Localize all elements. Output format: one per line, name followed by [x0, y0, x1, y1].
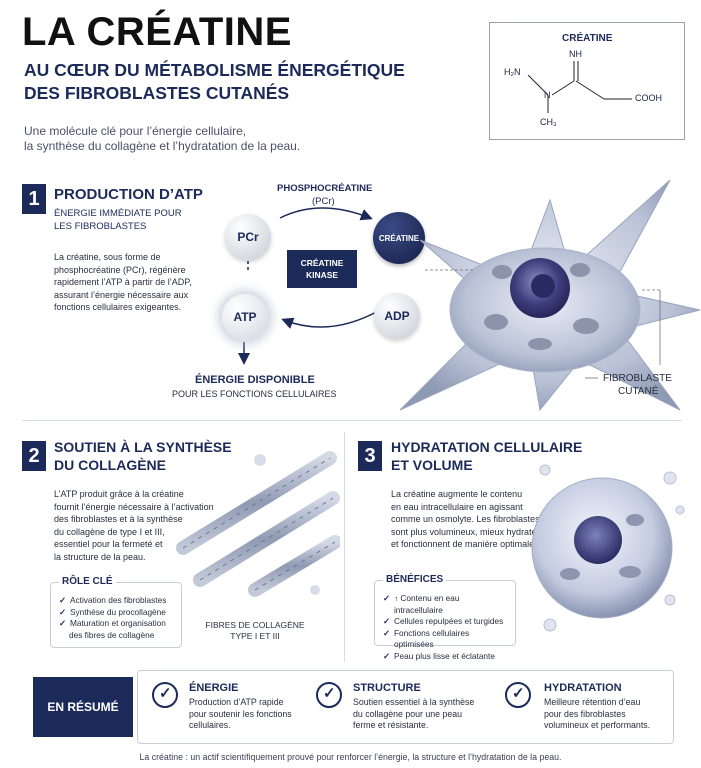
check-icon: ✓: [383, 627, 390, 638]
cycle-arrows: [238, 207, 381, 365]
energy-check-mark: ✓: [159, 685, 172, 702]
intro-line2: la synthèse du collagène et l’hydratatio…: [24, 139, 301, 153]
section1-text: La créatine, sous forme de phosphocréati…: [54, 252, 192, 312]
summary-label-box: EN RÉSUMÉ: [33, 677, 133, 737]
section3-text: La créatine augmente le contenu en eau i…: [391, 489, 542, 549]
benefits-list: ✓↑ Contenu en eau intracellulaire ✓Cellu…: [383, 593, 507, 662]
list-item: ✓Peau plus lisse et éclatante: [383, 650, 495, 661]
structure-check-mark: ✓: [323, 685, 336, 702]
hydration-check-icon: [505, 682, 531, 708]
section3-title-line1: HYDRATATION CELLULAIRE: [391, 439, 583, 455]
benefits-box: BÉNÉFICES ✓↑ Contenu en eau intracellula…: [374, 574, 516, 661]
section1-title: PRODUCTION D’ATP: [54, 186, 203, 203]
creatine-circle: CRÉATINE: [373, 212, 425, 264]
summary-hydration-text: Meilleure rétention d’eau pour des fibro…: [544, 697, 651, 730]
subtitle-line2: DES FIBROBLASTES CUTANÉS: [24, 83, 290, 103]
summary-energy-title: ÉNERGIE: [189, 682, 239, 694]
check-icon: ✓: [383, 650, 390, 661]
collagen-fibers-illustration: [176, 451, 340, 597]
section2-number: 2: [22, 441, 46, 471]
column-divider: [344, 432, 345, 662]
section2-text: L’ATP produit grâce à la créatine fourni…: [54, 489, 214, 562]
molecule-cooh: COOH: [635, 93, 662, 103]
check-icon: ✓: [59, 595, 66, 605]
energy-check-icon: [152, 682, 178, 708]
role-list: ✓Activation des fibroblastes ✓Synthèse d…: [59, 595, 173, 641]
pcr-circle: PCr: [225, 214, 271, 260]
cell-label-line1: FIBROBLASTE: [603, 373, 672, 384]
summary-structure-text: Soutien essentiel à la synthèse du colla…: [353, 697, 475, 730]
hydration-check-mark: ✓: [512, 685, 525, 702]
subtitle-line1: AU CŒUR DU MÉTABOLISME ÉNERGÉTIQUE: [24, 60, 405, 80]
check-icon: ✓: [383, 593, 390, 603]
molecule-h2n: H₂N: [504, 67, 521, 77]
fibroblast-illustration: [399, 179, 701, 412]
summary-hydration-title: HYDRATATION: [544, 682, 622, 694]
hydrated-cell-illustration: [531, 464, 685, 632]
section1-subtitle-line2: LES FIBROBLASTES: [54, 221, 147, 232]
molecule-n: N: [544, 90, 551, 100]
section2-title-line1: SOUTIEN À LA SYNTHÈSE: [54, 439, 232, 455]
cycle-top-label-line2: (PCr): [312, 196, 335, 207]
footer-text: La créatine : un actif scientifiquement …: [139, 752, 562, 762]
structure-check-icon: [316, 682, 342, 708]
molecule-box: CRÉATINE NH H₂N N CH₃ COOH: [489, 22, 685, 140]
list-item: ✓Synthèse du procollagène: [59, 606, 166, 617]
molecule-ch3: CH₃: [540, 117, 557, 127]
section3-title-line2: ET VOLUME: [391, 457, 473, 473]
list-item: ✓Activation des fibroblastes: [59, 595, 167, 605]
section-divider: [22, 420, 682, 421]
list-item: ✓Maturation et organisation: [59, 618, 166, 628]
list-item: des fibres de collagène: [69, 629, 155, 640]
section2-title-line2: DU COLLAGÈNE: [54, 457, 166, 473]
section3-number: 3: [358, 441, 382, 471]
list-item: ✓↑ Contenu en eau intracellulaire: [383, 593, 460, 615]
adp-circle: ADP: [374, 293, 420, 339]
benefits-title: BÉNÉFICES: [383, 574, 447, 585]
role-box: RÔLE CLÉ ✓Activation des fibroblastes ✓S…: [50, 576, 182, 648]
creatine-structure: [527, 61, 632, 113]
summary-box: [137, 670, 674, 744]
check-icon: ✓: [383, 616, 390, 626]
check-icon: ✓: [59, 606, 66, 617]
molecule-nh: NH: [569, 49, 582, 59]
energy-label-line2: POUR LES FONCTIONS CELLULAIRES: [172, 389, 337, 399]
role-title: RÔLE CLÉ: [59, 576, 116, 587]
intro-line1: Une molécule clé pour l’énergie cellulai…: [24, 124, 247, 138]
cycle-top-label-line1: PHOSPHOCRÉATINE: [277, 183, 373, 194]
page-title: LA CRÉATINE: [22, 10, 292, 54]
section1-subtitle-line1: ÉNERGIE IMMÉDIATE POUR: [54, 208, 182, 219]
list-item: ✓Cellules repulpées et turgides: [383, 616, 504, 626]
summary-energy-text: Production d’ATP rapide pour soutenir le…: [189, 697, 292, 730]
atp-circle: ATP: [222, 294, 268, 340]
list-item: ✓Fonctions cellulaires optimisées: [383, 627, 470, 650]
enzyme-box: CRÉATINE KINASE: [287, 250, 357, 288]
summary-structure-title: STRUCTURE: [353, 682, 421, 694]
section1-number: 1: [22, 184, 46, 214]
fibers-caption: FIBRES DE COLLAGÈNE TYPE I ET III: [205, 620, 305, 641]
check-icon: ✓: [59, 618, 66, 628]
energy-label-line1: ÉNERGIE DISPONIBLE: [195, 374, 315, 386]
molecule-label: CRÉATINE: [562, 33, 613, 44]
cell-label-line2: CUTANÉ: [618, 386, 659, 397]
